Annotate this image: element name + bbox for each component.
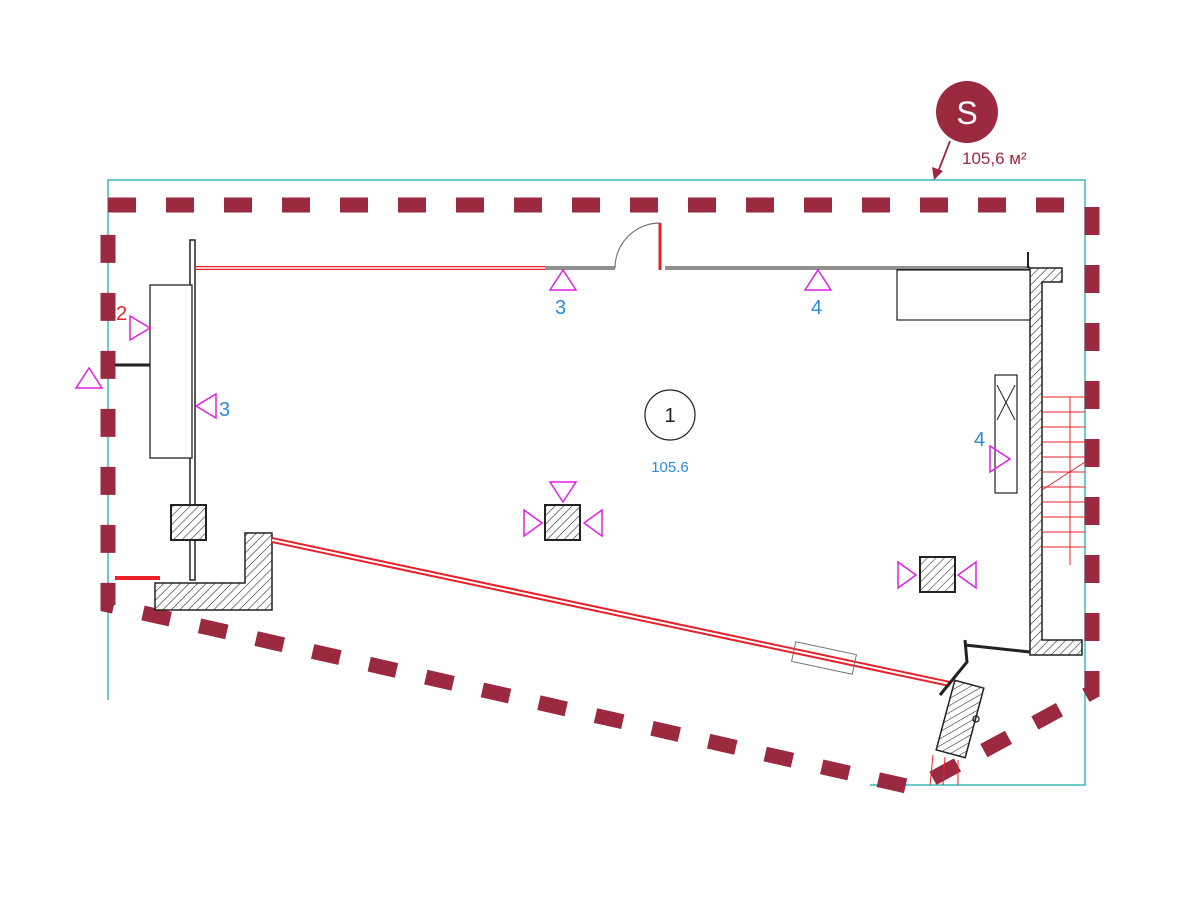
- column: [170, 504, 207, 541]
- arrow-icon: [937, 140, 951, 173]
- stairs: [1041, 396, 1086, 565]
- left-wall: [115, 239, 196, 581]
- column: [544, 504, 581, 541]
- bottom-right-entrance: [929, 639, 1031, 786]
- area-badge-letter: S: [956, 95, 977, 131]
- area-badge-value: 105,6 м²: [962, 149, 1027, 168]
- view-marker-triangles: [74, 268, 1012, 590]
- column: [919, 556, 956, 593]
- room-number-circle: [644, 389, 696, 441]
- view-marker-label: 4: [811, 297, 822, 319]
- top-wall: [196, 252, 1030, 270]
- bottom-left-wall: [154, 532, 273, 611]
- room-number: 1: [664, 405, 675, 427]
- view-marker-label: 3: [555, 297, 566, 319]
- window-wall: [271, 537, 951, 687]
- area-boundary-dashed: [100, 197, 1100, 796]
- view-marker-label: 3: [219, 399, 230, 421]
- area-badge: S 105,6 м²: [932, 81, 1027, 180]
- right-wall: [896, 267, 1083, 656]
- view-marker-label: 2: [116, 303, 127, 325]
- room-area: 105.6: [651, 459, 689, 476]
- view-marker-label: 4: [974, 429, 985, 451]
- door[interactable]: [614, 222, 662, 270]
